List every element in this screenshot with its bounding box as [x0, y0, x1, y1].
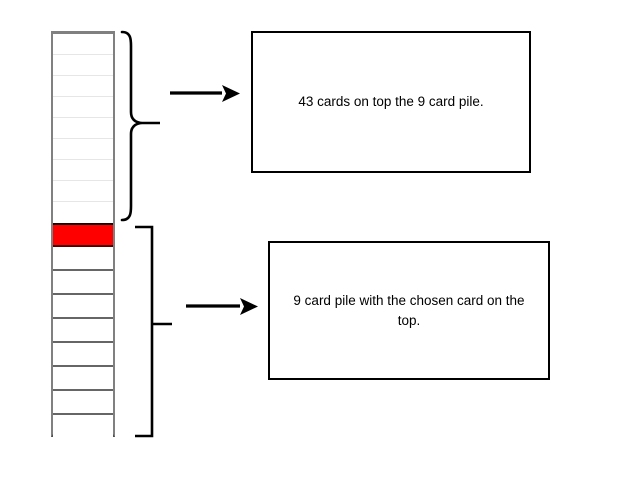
card-cell	[53, 118, 113, 139]
card-stack-bottom-section	[53, 223, 113, 480]
card-cell	[53, 97, 113, 118]
card-cell	[53, 181, 113, 202]
callout-bottom-text: 9 card pile with the chosen card on the …	[293, 292, 525, 328]
card-cell	[53, 367, 113, 391]
callout-top: 43 cards on top the 9 card pile.	[251, 31, 531, 173]
card-cell	[53, 139, 113, 160]
card-cell	[53, 34, 113, 55]
callout-bottom: 9 card pile with the chosen card on the …	[268, 241, 550, 380]
card-cell	[53, 415, 113, 439]
arrow-top-head	[222, 85, 240, 102]
callout-top-text: 43 cards on top the 9 card pile.	[298, 94, 484, 110]
card-cell	[53, 55, 113, 76]
card-cell	[53, 271, 113, 295]
card-cell	[53, 343, 113, 367]
card-cell	[53, 202, 113, 223]
arrow-bottom-head	[240, 298, 258, 315]
card-cell	[53, 247, 113, 271]
card-stack	[51, 31, 115, 439]
card-cell	[53, 160, 113, 181]
card-cell	[53, 319, 113, 343]
card-cell	[53, 76, 113, 97]
brace-bottom	[135, 225, 154, 438]
chosen-card-cell	[53, 223, 113, 247]
brace-top	[120, 30, 143, 222]
card-cell	[53, 295, 113, 319]
card-stack-top-section	[53, 34, 113, 223]
card-cell	[53, 391, 113, 415]
